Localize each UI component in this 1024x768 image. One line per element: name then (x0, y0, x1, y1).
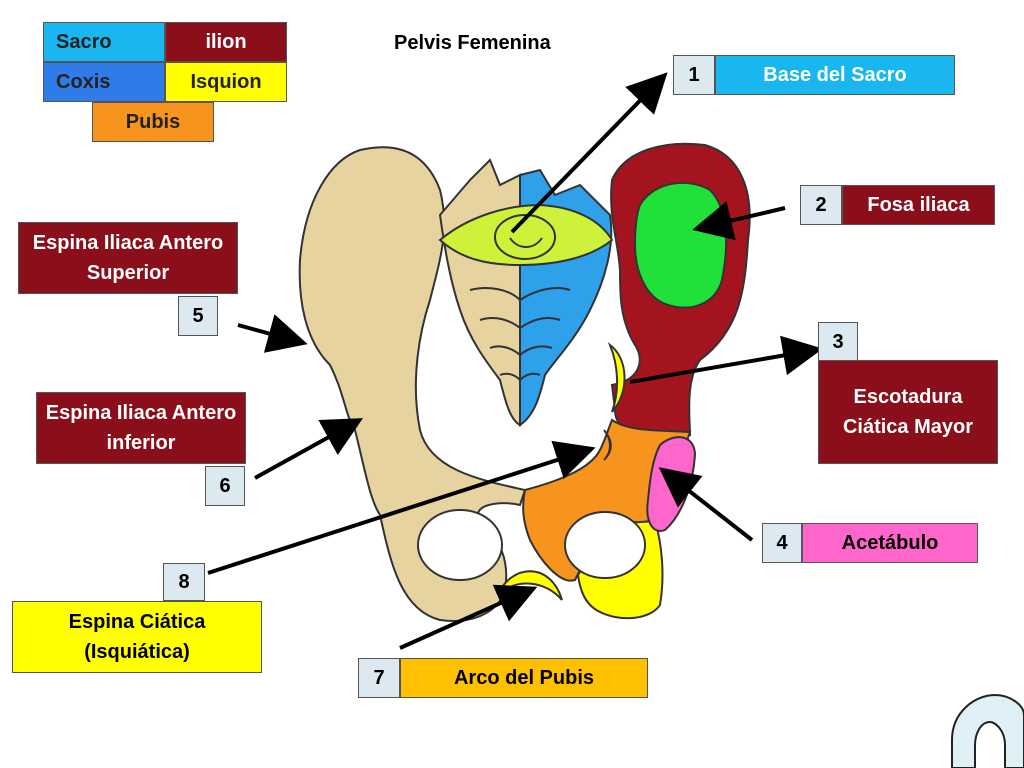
corner-decoration (951, 693, 1024, 768)
label-8-text: Espina Ciática (Isquiática) (12, 601, 262, 673)
ischial-spine-shape (607, 342, 626, 413)
label-3-text: Escotadura Ciática Mayor (818, 360, 998, 464)
label-5-text: Espina Iliaca Antero Superior (18, 222, 238, 294)
legend-ilion-label: ilion (205, 30, 247, 53)
label-4-text: Acetábulo (802, 523, 978, 563)
fosa-iliaca-region (633, 181, 728, 309)
label-7-number: 7 (358, 658, 400, 698)
sacral-base (438, 203, 614, 267)
label-7-text: Arco del Pubis (400, 658, 648, 698)
right-obturator-foramen (564, 511, 646, 579)
pubic-arch-shape (497, 570, 563, 601)
label-6-number: 6 (205, 466, 245, 506)
pointer-arrows (207, 72, 823, 650)
label-1-number: 1 (673, 55, 715, 95)
label-8-number: 8 (163, 563, 205, 601)
legend-pubis-label: Pubis (125, 110, 181, 133)
label-6-text: Espina Iliaca Antero inferior (36, 392, 246, 464)
legend-pubis: Pubis (92, 102, 214, 142)
label-4-number: 4 (762, 523, 802, 563)
label-5-number: 5 (178, 296, 218, 336)
label-2-text: Fosa iliaca (842, 185, 995, 225)
legend-isquion: Isquion (165, 62, 287, 102)
legend-isquion-label: Isquion (190, 70, 262, 93)
legend-coxis-label: Coxis (56, 70, 111, 93)
legend-coxis: Coxis (43, 62, 165, 102)
legend-sacro-label: Sacro (56, 30, 112, 53)
label-2-number: 2 (800, 185, 842, 225)
label-1-text: Base del Sacro (715, 55, 955, 95)
legend-sacro: Sacro (43, 22, 165, 62)
label-3-number: 3 (818, 322, 858, 362)
left-obturator-foramen (417, 509, 503, 581)
legend-ilion: ilion (165, 22, 287, 62)
page-title: Pelvis Femenina (394, 32, 551, 54)
